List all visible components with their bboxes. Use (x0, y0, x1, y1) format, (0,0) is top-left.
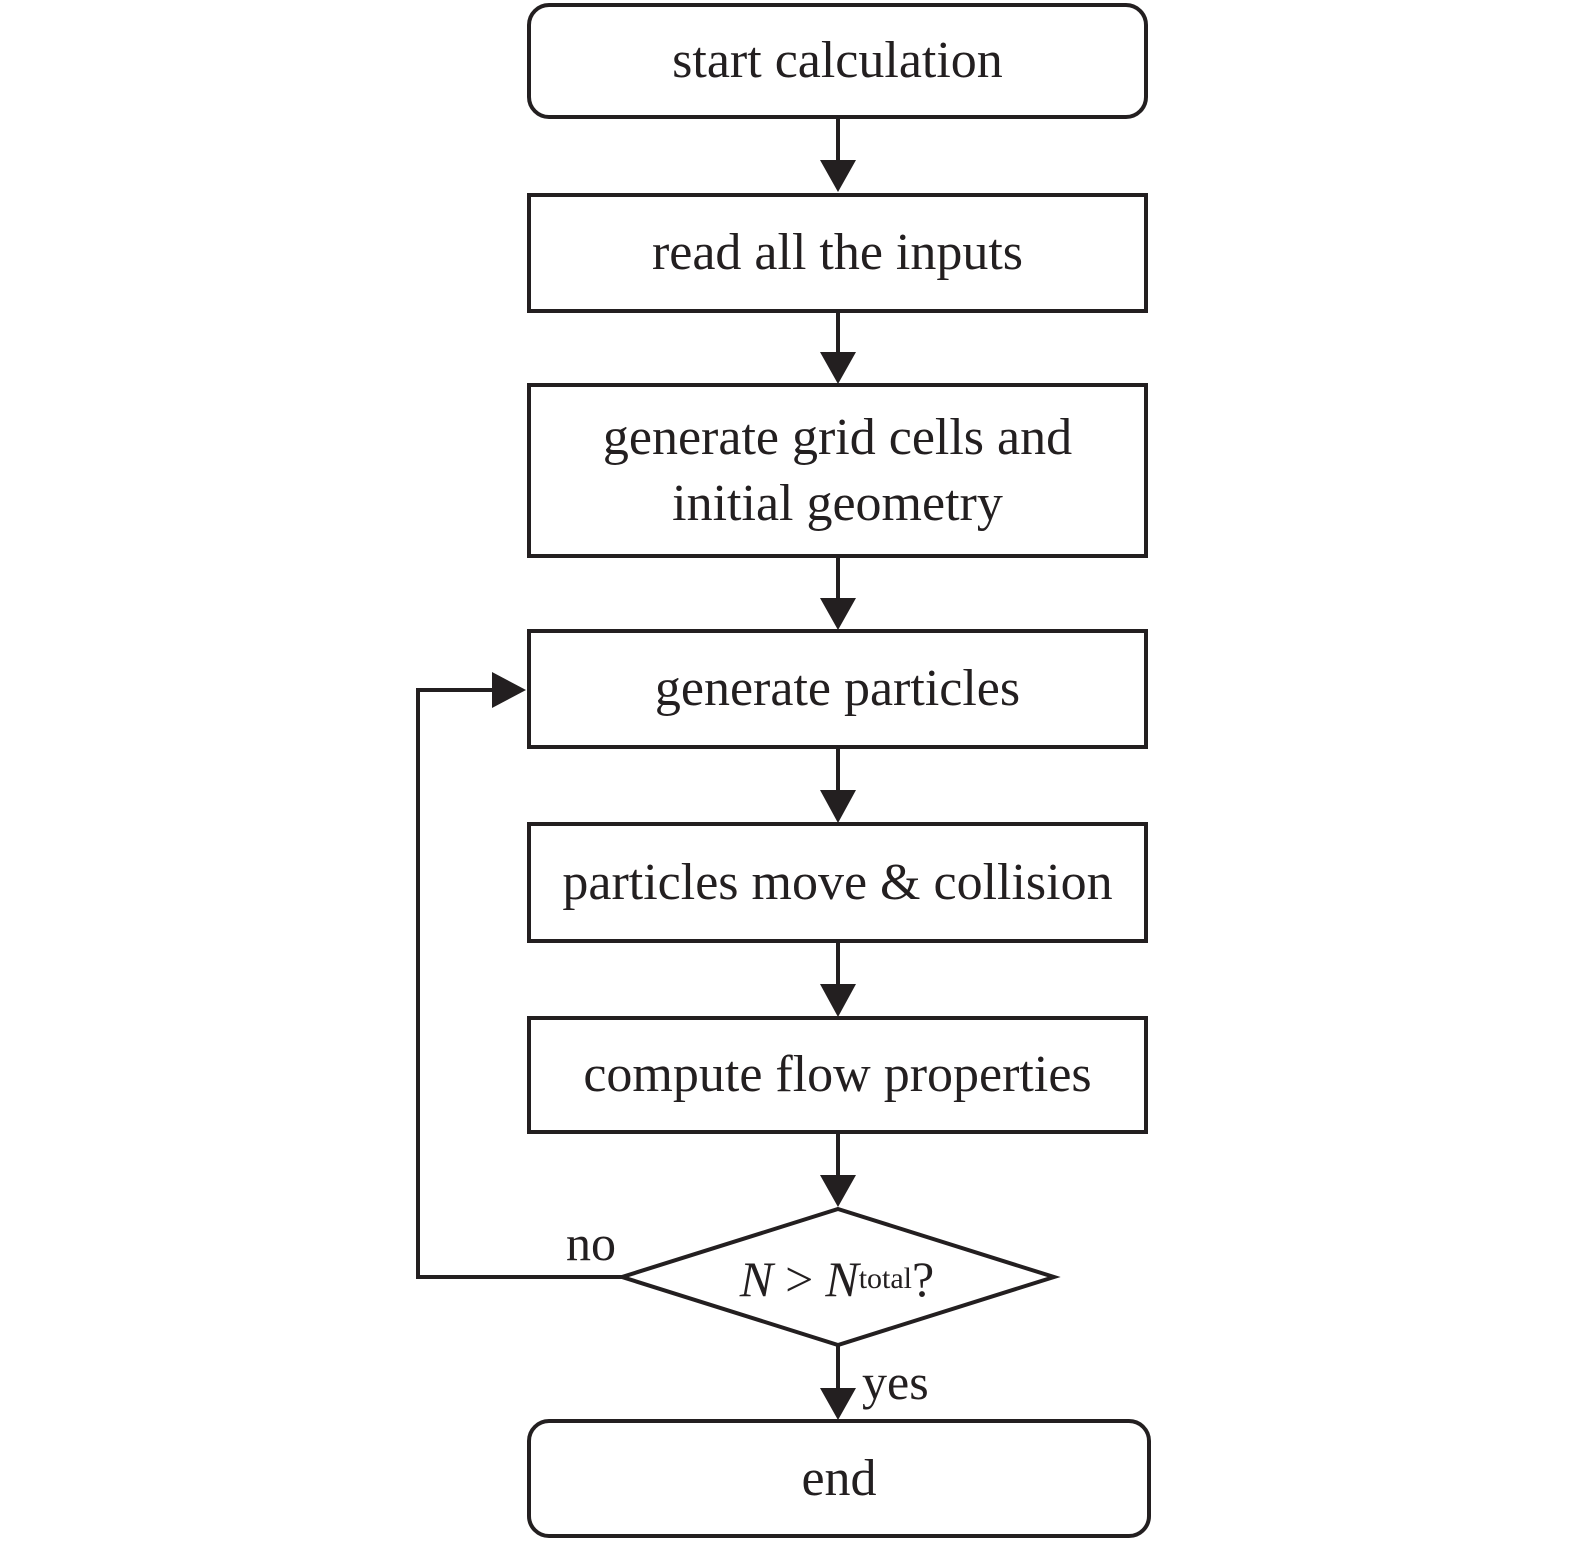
arrowhead-end (820, 1388, 856, 1420)
edge-label-no: no (566, 1215, 616, 1271)
move-collision-node: particles move & collision (527, 822, 1148, 943)
arrowhead-loop (492, 672, 526, 708)
decision-variable: N (739, 1251, 774, 1307)
loop-back-arrow (416, 688, 622, 1279)
decision-operator: > (785, 1251, 814, 1307)
decision-compare-variable: N (825, 1251, 859, 1307)
arrowhead-compute (820, 984, 856, 1017)
end-node-label: end (801, 1449, 877, 1507)
decision-diamond (615, 1206, 1061, 1348)
edge-label-yes: yes (862, 1354, 929, 1410)
arrowhead-move (820, 790, 856, 823)
start-node: start calculation (527, 3, 1148, 119)
arrowhead-particles (820, 598, 856, 630)
arrowhead-grid (820, 352, 856, 384)
read-inputs-node: read all the inputs (527, 193, 1148, 313)
arrowhead-read (820, 160, 856, 192)
compute-flow-label: compute flow properties (583, 1046, 1092, 1103)
compute-flow-node: compute flow properties (527, 1016, 1148, 1134)
arrowhead-decision (820, 1175, 856, 1207)
end-node: end (527, 1419, 1151, 1538)
generate-grid-label-line1: generate grid cells and (602, 408, 1073, 466)
read-inputs-label: read all the inputs (651, 224, 1024, 281)
generate-grid-node: generate grid cells and initial geometry (527, 383, 1148, 558)
move-collision-label: particles move & collision (562, 853, 1113, 911)
start-node-label: start calculation (672, 32, 1003, 89)
decision-question-mark: ? (912, 1251, 935, 1307)
generate-particles-node: generate particles (527, 629, 1148, 749)
generate-particles-label: generate particles (654, 660, 1021, 717)
generate-grid-label-line2: initial geometry (672, 474, 1003, 532)
